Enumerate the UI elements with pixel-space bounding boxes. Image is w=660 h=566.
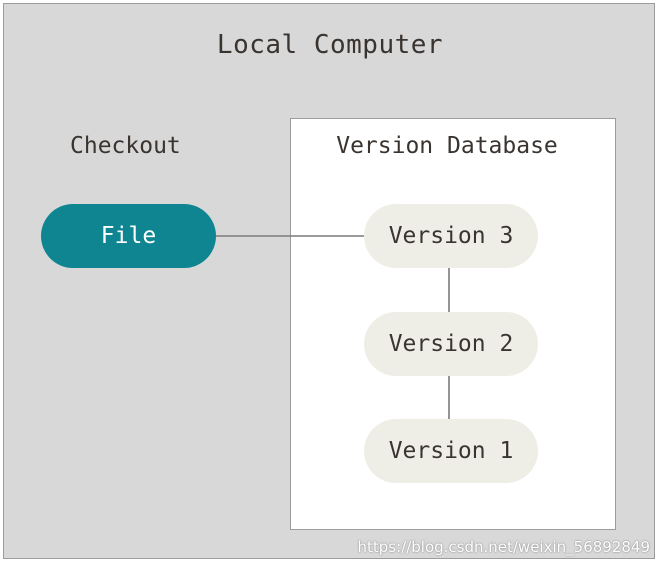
file-node[interactable]: File [41, 204, 216, 268]
version-2-node[interactable]: Version 2 [364, 312, 538, 376]
version-1-node[interactable]: Version 1 [364, 419, 538, 483]
version-database-label: Version Database [336, 133, 558, 159]
version-3-node[interactable]: Version 3 [364, 204, 538, 268]
checkout-label: Checkout [70, 133, 181, 159]
watermark-text: https://blog.csdn.net/weixin_56892849 [357, 538, 650, 556]
diagram-title: Local Computer [216, 30, 444, 60]
